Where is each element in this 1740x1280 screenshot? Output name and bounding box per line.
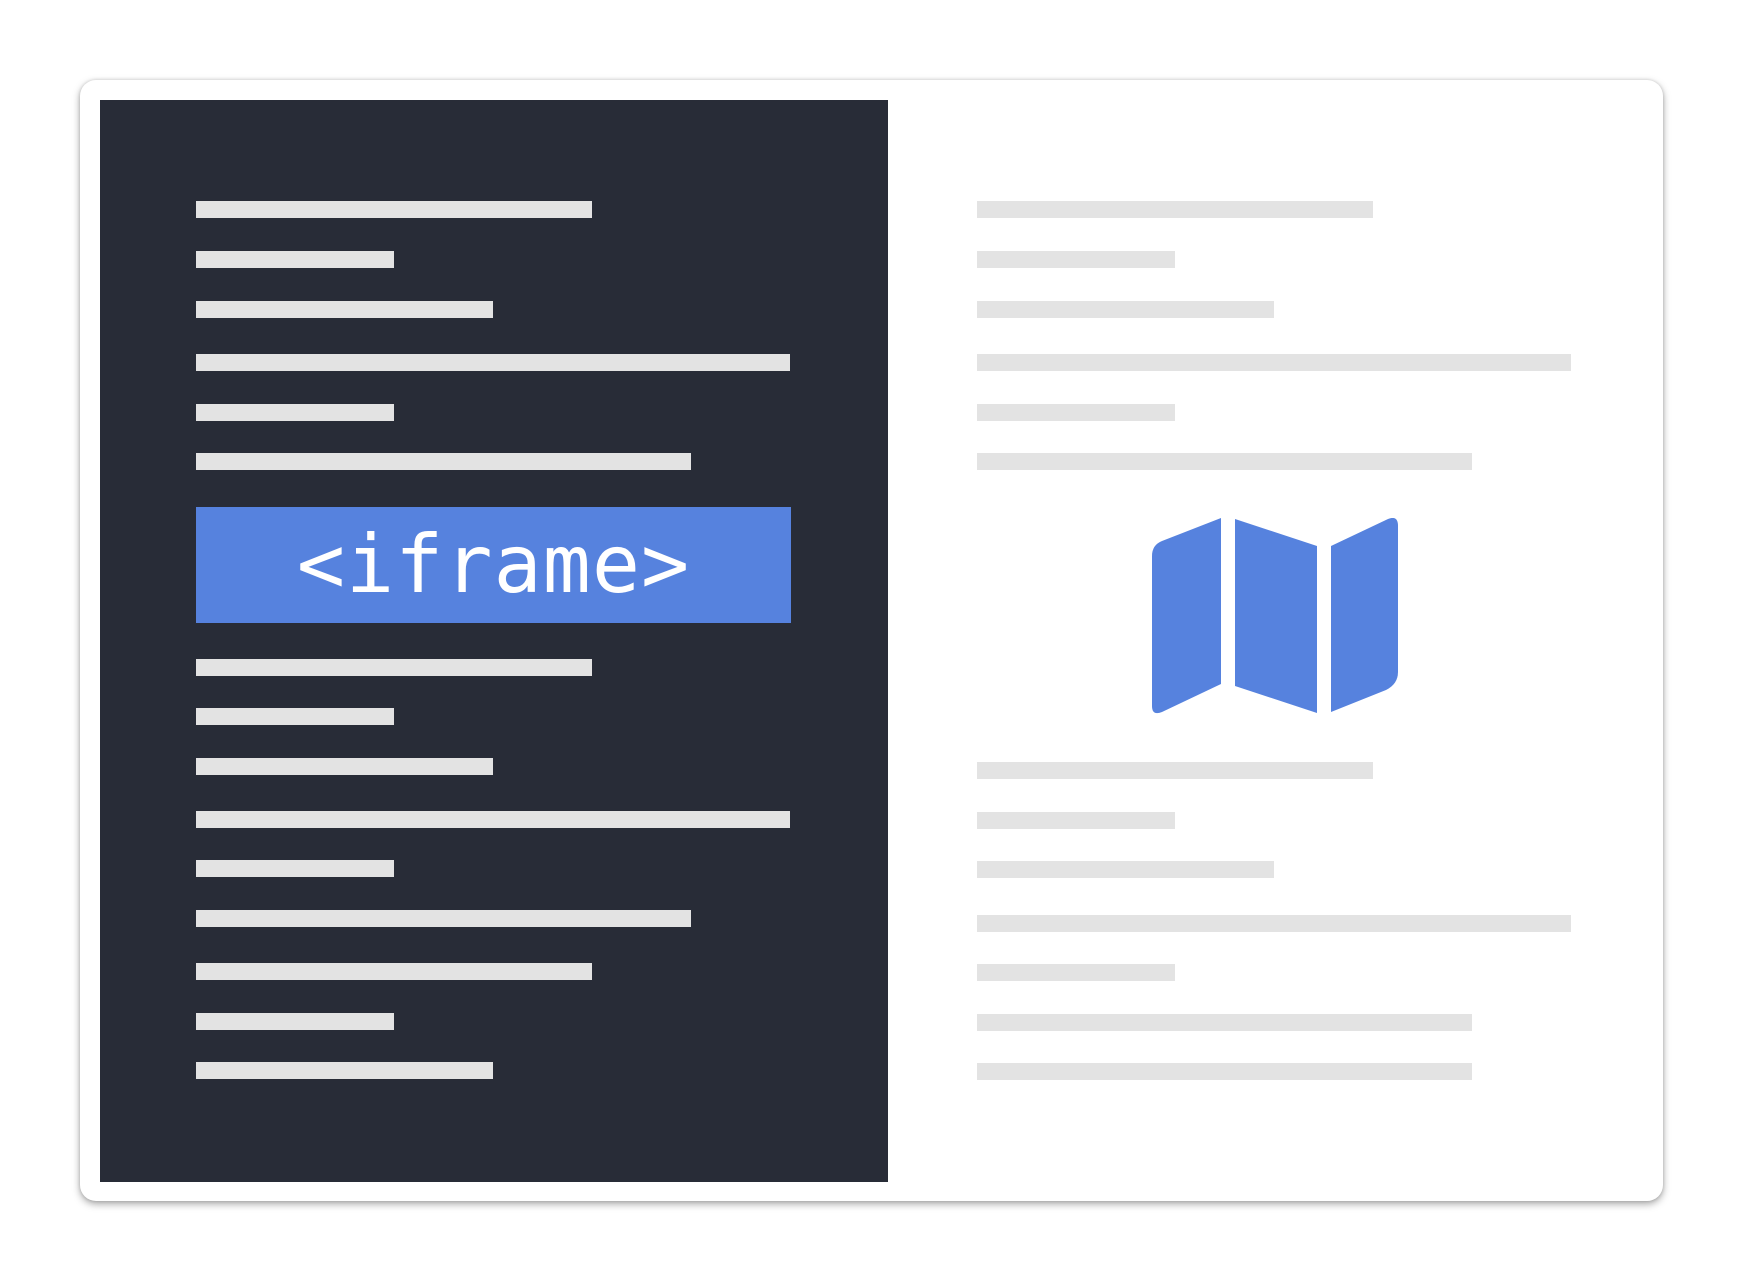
code-panel <box>100 100 888 1182</box>
code-line <box>196 1062 493 1079</box>
page-line <box>977 453 1472 470</box>
page-line <box>977 404 1175 421</box>
code-line <box>196 251 394 268</box>
page-line <box>977 251 1175 268</box>
map-icon <box>1152 518 1398 714</box>
code-line <box>196 811 790 828</box>
page-line <box>977 812 1175 829</box>
code-line <box>196 708 394 725</box>
code-line <box>196 659 592 676</box>
code-line <box>196 758 493 775</box>
map-panel-middle <box>1235 519 1317 713</box>
code-line <box>196 963 592 980</box>
page-line <box>977 861 1274 878</box>
code-line <box>196 453 691 470</box>
code-line <box>196 301 493 318</box>
page-line <box>977 762 1373 779</box>
page-line <box>977 1014 1472 1031</box>
code-line <box>196 910 691 927</box>
code-line <box>196 404 394 421</box>
page-line <box>977 915 1571 932</box>
map-panel-right <box>1331 518 1398 712</box>
page-line <box>977 354 1571 371</box>
page-line <box>977 201 1373 218</box>
page-line <box>977 964 1175 981</box>
code-line <box>196 1013 394 1030</box>
page-line <box>977 301 1274 318</box>
page-line <box>977 1063 1472 1080</box>
iframe-tag-highlight: <iframe> <box>196 507 791 623</box>
code-line <box>196 354 790 371</box>
code-line <box>196 201 592 218</box>
map-panel-left <box>1152 518 1221 714</box>
code-line <box>196 860 394 877</box>
